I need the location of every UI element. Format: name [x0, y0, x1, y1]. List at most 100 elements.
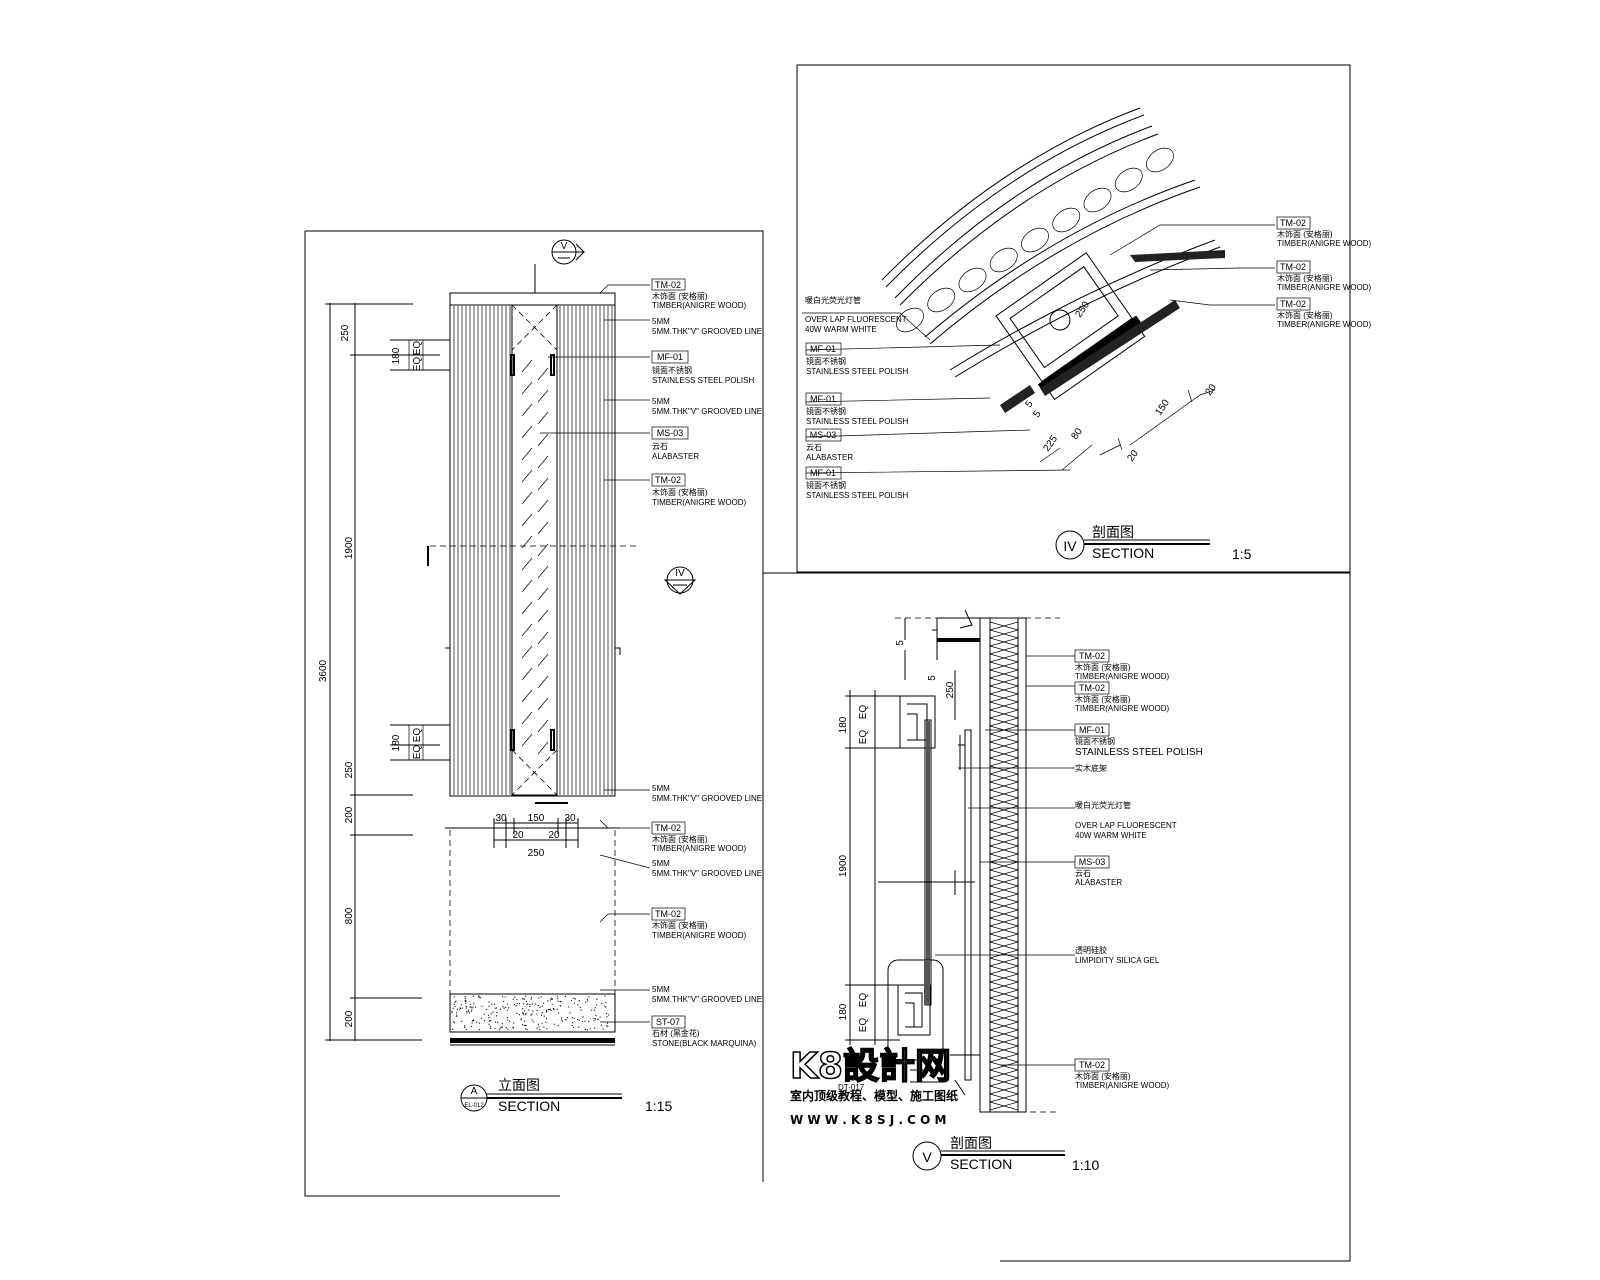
- stone-speck: [561, 1017, 563, 1019]
- stone-speck: [530, 1014, 532, 1016]
- hatch-stroke: [537, 411, 549, 425]
- crosshatch-line: [989, 1053, 1019, 1063]
- elevation-view: V IV 250 180 EQ EQ 1900 3600 180 EQ E: [318, 239, 762, 1114]
- section-iv-view: 150 20 20 250 5 5 80 225 暖白光荧光灯管 OVER LA…: [802, 107, 1372, 562]
- hatch-stroke: [537, 521, 549, 535]
- elevation-tag-5: TM-02 木饰面 (安格丽) TIMBER(ANIGRE WOOD): [651, 473, 747, 507]
- stone-speck: [513, 1003, 516, 1006]
- stone-speck: [606, 1016, 608, 1018]
- hatch-stroke: [537, 587, 549, 601]
- stone-speck: [581, 1020, 584, 1023]
- tag-code: ST-07: [656, 1017, 680, 1027]
- stone-speck: [488, 1005, 490, 1007]
- stone-speck: [541, 1023, 543, 1025]
- insulation-loop: [1114, 167, 1143, 193]
- crosshatch-line: [989, 1085, 1019, 1095]
- stone-speck: [573, 997, 575, 999]
- stone-speck: [535, 1003, 537, 1005]
- crosshatch-line: [989, 933, 1019, 943]
- stone-speck: [490, 1013, 492, 1015]
- crosshatch-line: [989, 837, 1019, 847]
- hatch-stroke: [537, 543, 549, 557]
- stone-speck: [597, 1018, 599, 1021]
- hatch-stroke: [537, 697, 549, 711]
- stone-speck: [529, 1003, 531, 1006]
- stone-speck: [473, 1003, 475, 1005]
- stone-speck: [531, 1013, 533, 1015]
- label-code: MS-03: [1079, 857, 1106, 867]
- stone-speck: [539, 1006, 541, 1008]
- stone-speck: [531, 1003, 533, 1005]
- v-dim-180-bottom: 180: [838, 1003, 849, 1020]
- label-en: ALABASTER: [806, 453, 853, 462]
- crosshatch-line: [989, 805, 1019, 815]
- tag-en: 5MM.THK"V" GROOVED LINE: [652, 995, 762, 1004]
- hatch-stroke: [521, 601, 533, 615]
- dim-30-right: 30: [564, 813, 576, 824]
- crosshatch-line: [989, 829, 1019, 839]
- stone-speck: [572, 1022, 574, 1024]
- label-code: MS-03: [810, 430, 837, 440]
- stone-speck: [530, 997, 533, 999]
- stone-speck: [568, 1006, 570, 1008]
- section-marker-iv: IV: [663, 566, 697, 595]
- stone-speck: [572, 1026, 574, 1029]
- stone-speck: [520, 1019, 522, 1021]
- stone-speck: [465, 1029, 467, 1031]
- dim-1900: 1900: [344, 536, 355, 559]
- insulation-loop: [896, 307, 924, 333]
- crosshatch-line: [989, 789, 1019, 799]
- elevation-leaders: [540, 284, 651, 1023]
- dim-20-right: 20: [548, 830, 560, 841]
- crosshatch-line: [989, 1093, 1019, 1103]
- stone-speck: [607, 1025, 609, 1027]
- stone-speck: [525, 1028, 527, 1030]
- iv-dim-5-b: 5: [1031, 408, 1043, 419]
- dim-eq-4: EQ: [412, 745, 423, 760]
- crosshatch-line: [989, 773, 1019, 783]
- stone-speck: [492, 1011, 494, 1013]
- ref-letter: A: [471, 1086, 478, 1097]
- label-en: ALABASTER: [1075, 878, 1122, 887]
- crosshatch-line: [989, 885, 1019, 895]
- label-cn: 木饰面 (安格丽): [1075, 1071, 1131, 1081]
- marker-v-label: V: [561, 241, 568, 252]
- crosshatch-line: [989, 621, 1019, 631]
- v-label-2: MF-01 镜面不锈钢 STAINLESS STEEL POLISH: [1074, 723, 1203, 758]
- stone-speck: [471, 1022, 473, 1024]
- stone-speck: [522, 998, 524, 1000]
- stone-speck: [494, 1021, 497, 1023]
- elevation-title-cn: 立面图: [498, 1077, 540, 1093]
- stone-speck: [595, 1004, 597, 1006]
- ref-sheet: EL-012: [464, 1103, 484, 1109]
- tag-code: MF-01: [657, 352, 683, 362]
- stone-speck: [456, 1012, 458, 1014]
- label-cn: 云石: [1075, 869, 1091, 878]
- stone-speck: [494, 1027, 496, 1030]
- watermark-line2: W W W . K 8 S J . C O M: [790, 1113, 947, 1127]
- stone-speck: [545, 1017, 548, 1020]
- stone-speck: [578, 1000, 580, 1002]
- hatch-stroke: [537, 653, 549, 667]
- stone-speck: [502, 996, 504, 998]
- iv-title-cn: 剖面图: [1092, 524, 1134, 540]
- dim-3600: 3600: [318, 659, 329, 682]
- stone-speck: [489, 1025, 492, 1027]
- label-en: TIMBER(ANIGRE WOOD): [1075, 704, 1170, 713]
- stone-speck: [522, 1008, 524, 1010]
- stone-speck: [571, 999, 573, 1002]
- label-cn: 镜面不锈钢: [806, 356, 846, 366]
- tag-code: TM-02: [655, 823, 681, 833]
- tag-cn: 木饰面 (安格丽): [652, 920, 708, 930]
- stone-speck: [521, 1018, 523, 1020]
- stone-speck: [461, 1007, 463, 1009]
- stone-speck: [475, 1006, 477, 1008]
- stone-speck: [540, 996, 542, 998]
- stone-base-band: [450, 1038, 615, 1043]
- stone-speck: [529, 1005, 531, 1008]
- stone-speck: [532, 1021, 534, 1023]
- crosshatch-line: [989, 813, 1019, 823]
- stone-speck: [468, 1012, 470, 1014]
- stone-speck: [523, 1024, 526, 1026]
- stone-speck: [487, 1014, 490, 1016]
